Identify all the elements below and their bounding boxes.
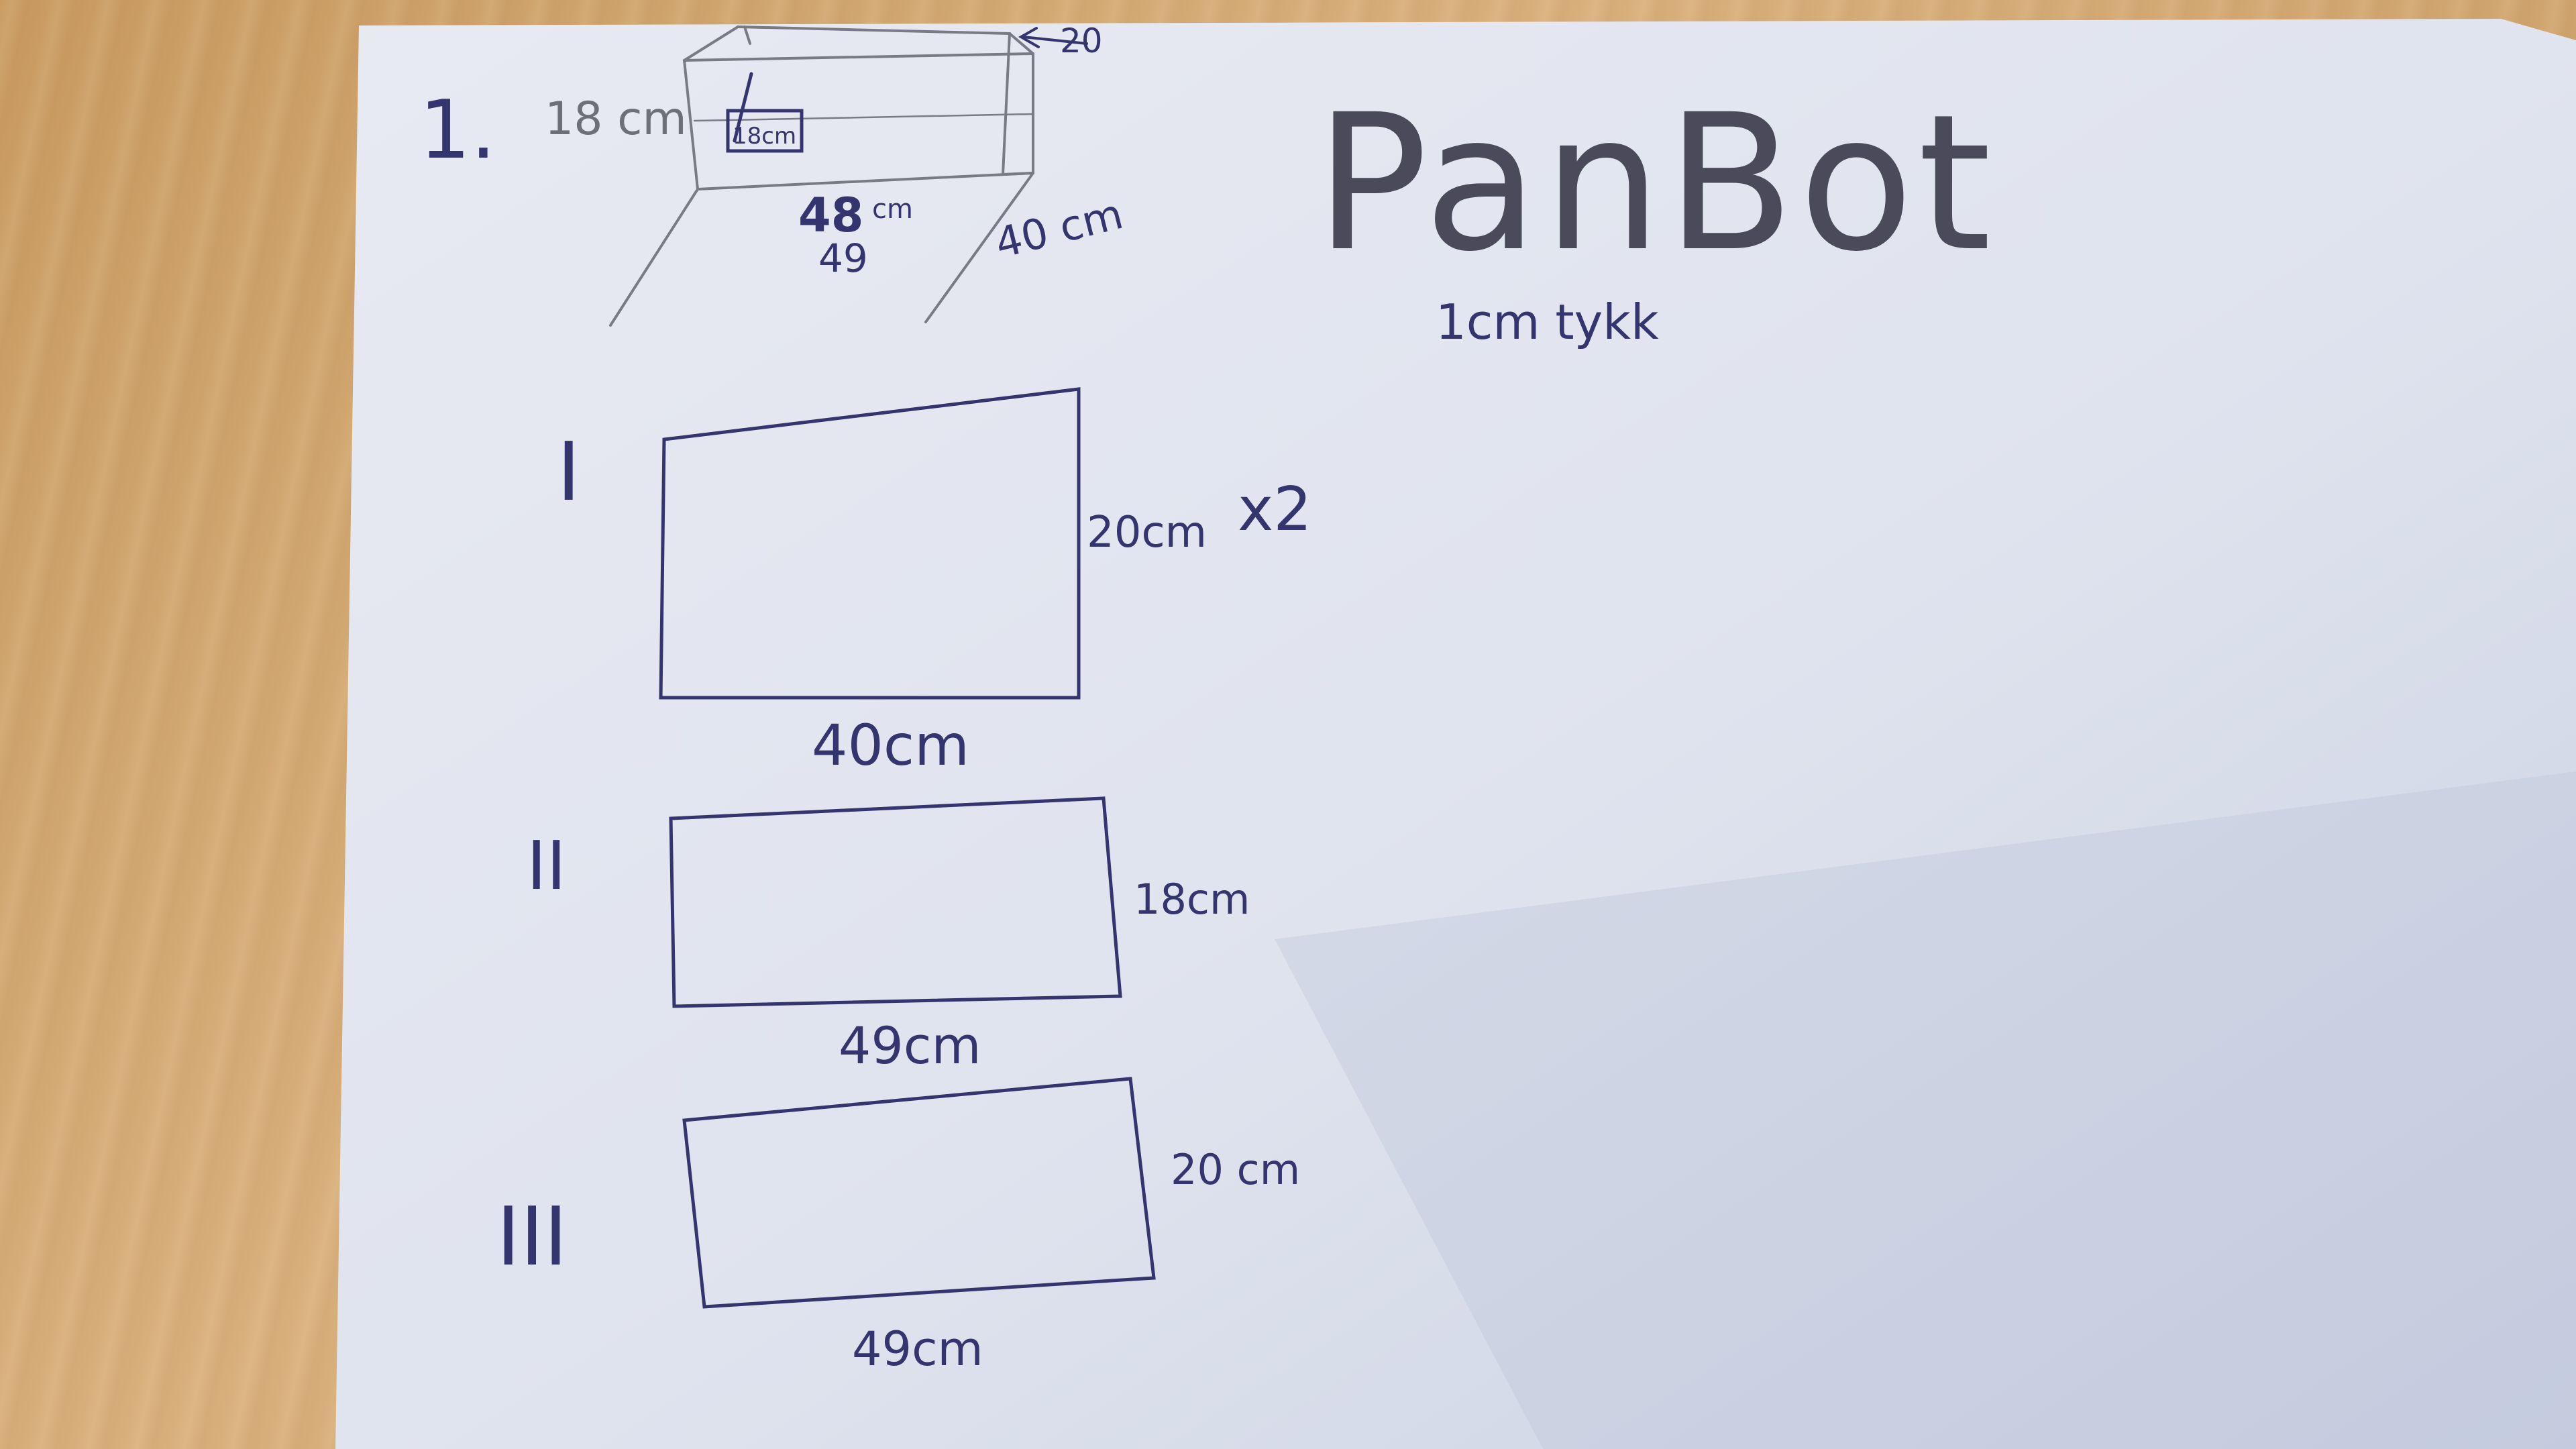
part-3-rectangle [682, 1077, 1156, 1309]
overview-number: 1. [419, 84, 496, 177]
part-3-panel: III 20 cm 49cm [496, 1077, 1300, 1377]
overview-box-sketch [609, 25, 1088, 327]
overview-width-label: 49 [818, 235, 868, 281]
overview-depth-label: 20 [1060, 21, 1103, 60]
part-2-bottom-label: 49cm [839, 1016, 981, 1075]
overview-height-label: 18 cm [545, 93, 687, 146]
part-1-side-label: 20cm [1087, 508, 1207, 557]
part-3-bottom-label: 49cm [852, 1322, 983, 1377]
part-1-count: x2 [1238, 474, 1312, 545]
paper-shadow-fold [1275, 771, 2576, 1449]
overview-inner-label: 18cm [733, 123, 796, 150]
overview-width-unit: cm [872, 194, 913, 225]
paper-surface [335, 19, 2576, 1449]
part-1-rectangle [659, 387, 1081, 700]
part-2-side-label: 18cm [1134, 875, 1250, 924]
part-1-roman: I [557, 426, 580, 519]
overview-width-label-struck: 48 [798, 188, 863, 243]
part-2-rectangle [669, 796, 1122, 1008]
part-3-roman: III [496, 1191, 568, 1284]
part-3-side-label: 20 cm [1171, 1145, 1300, 1194]
page-subtitle: 1cm tykk [1436, 294, 1659, 350]
page-title: PanBot [1315, 74, 1996, 293]
part-2-panel: II 18cm 49cm [527, 796, 1250, 1075]
part-1-panel: I 20cm x2 40cm [557, 387, 1312, 778]
part-2-roman: II [527, 826, 566, 905]
part-1-bottom-label: 40cm [812, 712, 969, 778]
